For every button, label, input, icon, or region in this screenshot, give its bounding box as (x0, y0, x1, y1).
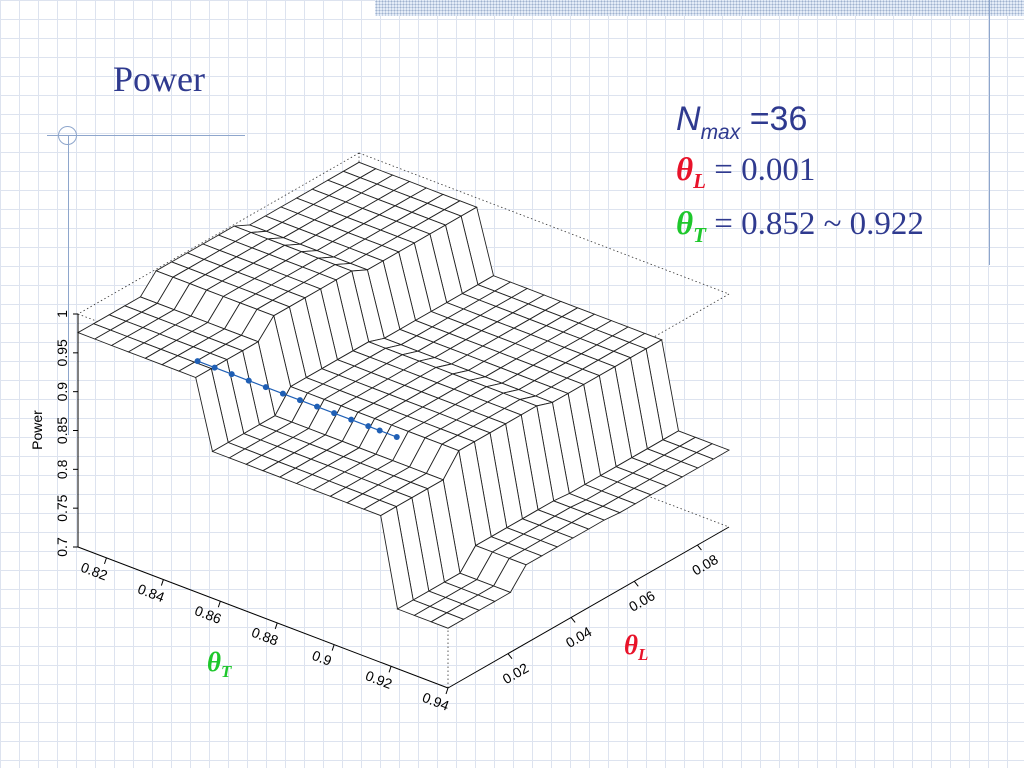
y-axis-name-symbol: θ (624, 630, 638, 660)
right-decor-rule (989, 0, 990, 265)
theta-t-symbol: θ (676, 206, 694, 242)
left-decor-rule (68, 135, 69, 435)
nmax-line: Nmax =36 (676, 100, 808, 144)
y-tick (507, 653, 513, 659)
highlight-point (297, 397, 303, 404)
x-tick (388, 666, 392, 673)
slide-title: Power (113, 59, 205, 99)
z-tick-label: 0.75 (54, 494, 70, 521)
highlight-point (365, 423, 372, 430)
highlight-point (228, 371, 235, 378)
x-tick (445, 687, 449, 695)
y-tick-label: 0.06 (626, 587, 658, 615)
x-axis-line (77, 546, 449, 689)
highlight-series (194, 358, 400, 441)
highlight-point (376, 427, 383, 434)
theta-l-line: θL = 0.001 (676, 152, 816, 193)
y-tick-label: 0.04 (563, 623, 595, 651)
x-tick (217, 601, 221, 608)
x-axis-name-symbol: θ (207, 647, 221, 677)
top-decor-band (375, 0, 1024, 16)
surface-cell (430, 612, 465, 629)
nmax-subscript: max (700, 121, 741, 144)
theta-t-value: = 0.852 ~ 0.922 (705, 206, 924, 242)
y-tick (570, 617, 576, 623)
x-axis-name-subscript: T (221, 662, 232, 681)
highlight-point (194, 358, 201, 365)
z-axis-label: Power (29, 410, 45, 450)
highlight-point (245, 377, 252, 384)
x-tick (331, 644, 335, 651)
highlight-point (211, 364, 218, 371)
highlight-point (279, 390, 286, 397)
z-tick-label: 0.8 (54, 459, 70, 479)
highlight-point (348, 416, 355, 423)
x-tick (160, 579, 164, 586)
title-underline-rule (47, 135, 245, 136)
highlight-point (314, 403, 321, 410)
x-tick (274, 622, 278, 630)
highlight-point (262, 384, 269, 391)
z-tick-label: 0.9 (54, 382, 70, 402)
y-tick (633, 580, 639, 587)
z-tick-label: 1 (54, 310, 70, 318)
z-tick-label: 0.85 (54, 417, 70, 444)
z-tick-label: 0.95 (54, 339, 70, 366)
title-circle-ornament (58, 126, 77, 145)
nmax-value: =36 (740, 100, 808, 138)
theta-l-value: = 0.001 (705, 152, 816, 188)
surface-mesh (76, 161, 731, 629)
theta-l-symbol: θ (676, 152, 694, 188)
y-tick-label: 0.02 (500, 659, 532, 687)
y-axis-name: θL (624, 630, 648, 664)
x-axis-name: θT (207, 647, 232, 681)
y-axis-name-subscript: L (637, 645, 648, 664)
y-axis-line (447, 526, 730, 689)
y-tick (697, 544, 702, 551)
theta-t-line: θT = 0.852 ~ 0.922 (676, 206, 924, 247)
x-tick-label: 0.9 (310, 647, 334, 669)
highlight-point (393, 434, 400, 441)
theta-t-subscript: T (693, 223, 706, 247)
x-tick (103, 557, 107, 565)
theta-l-subscript: L (693, 169, 706, 193)
z-tick-label: 0.7 (54, 537, 70, 557)
y-tick-label: 0.08 (689, 551, 721, 579)
nmax-symbol: N (676, 100, 701, 138)
highlight-point (331, 410, 338, 417)
